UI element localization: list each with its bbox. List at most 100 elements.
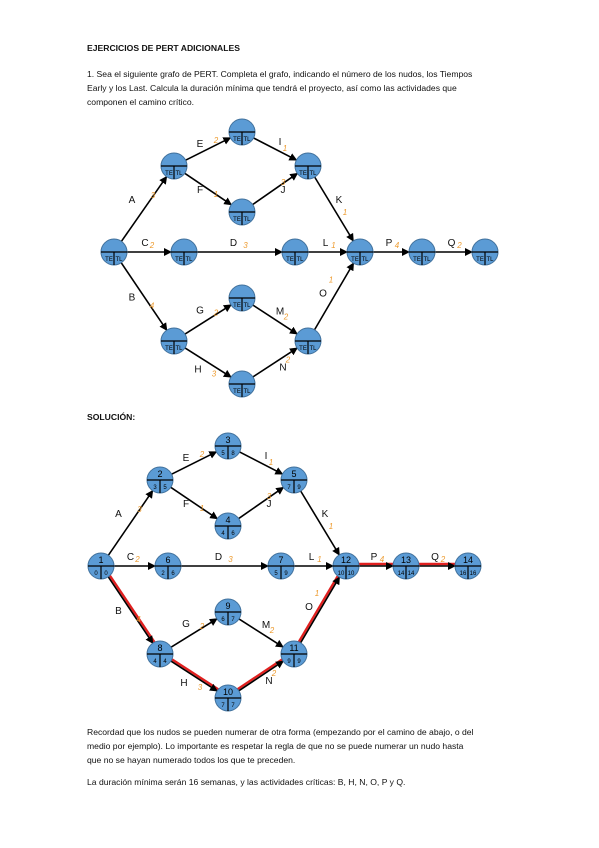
- node-number: 13: [401, 555, 411, 565]
- activity-label-n: N: [265, 676, 272, 687]
- critical-path-highlight: [297, 575, 339, 643]
- node-tl: TL: [423, 257, 431, 263]
- node-te: TE: [299, 171, 307, 177]
- node-te: TE: [286, 257, 294, 263]
- node-number: 10: [223, 687, 233, 697]
- activity-duration-n: 2: [271, 669, 277, 678]
- node-tl: TL: [296, 257, 304, 263]
- activity-duration-o: 1: [315, 589, 319, 598]
- node-te: TE: [175, 257, 183, 263]
- activity-label-b: B: [115, 606, 122, 617]
- activity-label-d: D: [230, 238, 237, 249]
- activity-label-p: P: [386, 238, 393, 249]
- activity-arrow-f: [170, 486, 219, 520]
- activity-duration-m: 2: [269, 626, 275, 635]
- node-tl: TL: [243, 303, 251, 309]
- node-tl: 9: [297, 659, 301, 665]
- node-tl: TL: [243, 389, 251, 395]
- node-number: 4: [225, 515, 230, 525]
- activity-label-l: L: [323, 238, 329, 249]
- node-te: 10: [338, 571, 345, 577]
- footer-line-3: que no se hayan numerado todos los que t…: [87, 755, 296, 765]
- activity-duration-c: 2: [134, 555, 140, 564]
- node-tl: 6: [231, 531, 235, 537]
- activity-label-j: J: [267, 499, 272, 510]
- activity-duration-b: 4: [150, 302, 155, 311]
- activity-arrow-i: [253, 137, 298, 161]
- intro-line-3: componen el camino crítico.: [87, 97, 194, 107]
- activity-duration-d: 3: [228, 555, 233, 564]
- activity-arrow-h: [184, 347, 232, 378]
- node-te: 7: [221, 703, 225, 709]
- activity-arrow-j: [238, 486, 285, 520]
- node-tl: TL: [309, 171, 317, 177]
- solution-heading: SOLUCIÓN:: [87, 412, 136, 422]
- footer-line-4: La duración mínima serán 16 semanas, y l…: [87, 777, 406, 787]
- node-te: TE: [233, 389, 241, 395]
- activity-duration-o: 1: [329, 276, 333, 285]
- activity-label-k: K: [322, 509, 329, 520]
- activity-arrow-k: [300, 490, 340, 556]
- critical-path-highlight: [108, 575, 156, 643]
- node-tl: 4: [163, 659, 167, 665]
- activity-arrow-n: [252, 347, 298, 378]
- activity-label-c: C: [141, 238, 148, 249]
- activity-label-i: I: [279, 137, 282, 148]
- activity-arrow-e: [171, 451, 218, 475]
- activity-label-p: P: [371, 552, 378, 563]
- node-te: 16: [460, 571, 467, 577]
- node-number: 9: [225, 601, 230, 611]
- activity-arrow-o: [299, 576, 341, 644]
- node-tl: 16: [470, 571, 477, 577]
- intro-line-2: Early y los Last. Calcula la duración mí…: [87, 83, 457, 93]
- activity-arrow-a: [120, 175, 168, 242]
- activity-duration-j: 3: [267, 492, 272, 501]
- activity-duration-k: 1: [343, 208, 347, 217]
- activity-arrow-m: [238, 618, 284, 648]
- activity-arrow-f: [184, 172, 233, 206]
- node-te: TE: [233, 217, 241, 223]
- node-number: 14: [463, 555, 473, 565]
- activity-label-h: H: [194, 365, 201, 376]
- node-te: TE: [476, 257, 484, 263]
- activity-label-g: G: [196, 306, 204, 317]
- activity-label-m: M: [262, 620, 270, 631]
- activity-duration-g: 2: [213, 309, 219, 318]
- activity-arrow-m: [252, 304, 298, 335]
- node-tl: 8: [231, 451, 235, 457]
- activity-label-a: A: [129, 195, 136, 206]
- activity-label-i: I: [265, 451, 268, 462]
- activity-label-f: F: [183, 499, 189, 510]
- activity-duration-e: 2: [213, 136, 219, 145]
- node-number: 12: [341, 555, 351, 565]
- activity-label-q: Q: [448, 238, 456, 249]
- activity-duration-h: 3: [198, 683, 203, 692]
- activity-duration-p: 4: [395, 241, 400, 250]
- activity-duration-f: 1: [214, 190, 218, 199]
- activity-duration-i: 1: [269, 458, 273, 467]
- node-te: 5: [221, 451, 225, 457]
- activity-duration-d: 3: [243, 241, 248, 250]
- activity-label-f: F: [197, 185, 203, 196]
- activity-duration-b: 4: [136, 615, 141, 624]
- node-tl: 5: [163, 485, 167, 491]
- node-tl: 9: [297, 485, 301, 491]
- node-te: 4: [153, 659, 157, 665]
- activity-label-g: G: [182, 619, 190, 630]
- node-te: TE: [233, 137, 241, 143]
- node-tl: 14: [408, 571, 415, 577]
- activity-duration-p: 4: [380, 555, 385, 564]
- activity-arrow-o: [313, 262, 355, 331]
- activity-label-l: L: [309, 552, 315, 563]
- critical-path-highlight: [237, 658, 283, 691]
- node-tl: 6: [171, 571, 175, 577]
- node-tl: TL: [309, 346, 317, 352]
- activity-arrow-i: [239, 451, 284, 475]
- node-tl: TL: [486, 257, 494, 263]
- critical-path-highlight: [171, 658, 219, 691]
- node-te: TE: [351, 257, 359, 263]
- activity-arrow-g: [170, 618, 218, 648]
- activity-arrow-e: [185, 137, 232, 161]
- activity-arrow-k: [314, 176, 354, 242]
